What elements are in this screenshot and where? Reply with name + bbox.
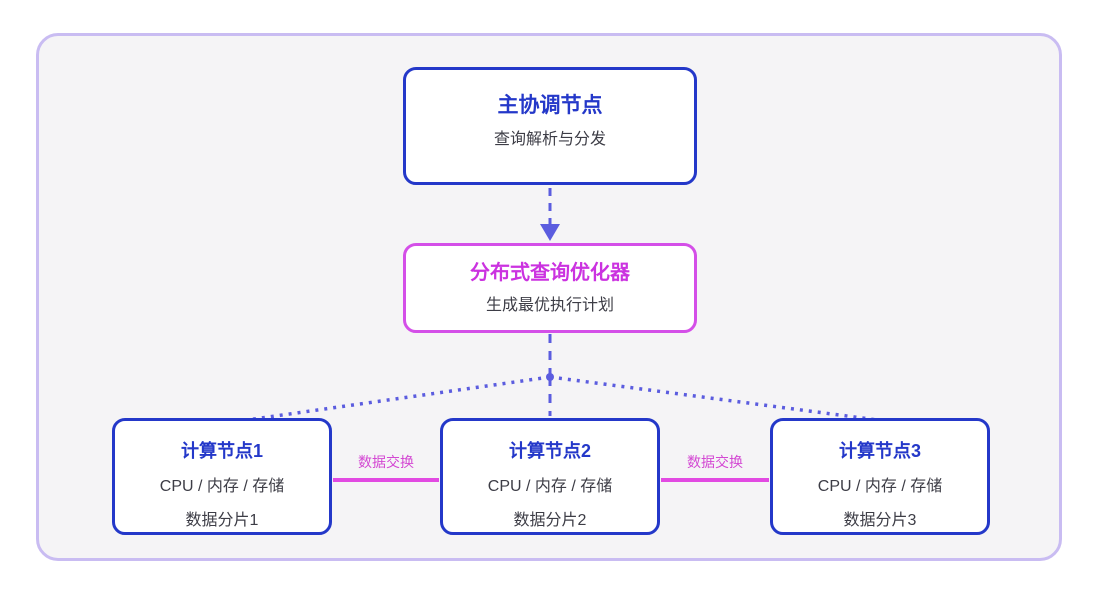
- compute-node-1-shard: 数据分片1: [185, 512, 259, 529]
- compute-node-1-title: 计算节点1: [180, 441, 263, 461]
- exchange-label-2: 数据交换: [687, 454, 743, 470]
- optimizer-subtitle: 生成最优执行计划: [485, 297, 614, 314]
- compute-node-1-specs: CPU / 内存 / 存储: [159, 478, 285, 495]
- compute-node-2-title: 计算节点2: [508, 441, 591, 461]
- compute-node-2: 计算节点2 CPU / 内存 / 存储 数据分片2: [440, 418, 660, 535]
- compute-node-2-specs: CPU / 内存 / 存储: [487, 478, 613, 495]
- optimizer-node: 分布式查询优化器 生成最优执行计划: [403, 243, 697, 333]
- coordinator-node: 主协调节点 查询解析与分发: [403, 67, 697, 185]
- compute-node-3-shard: 数据分片3: [843, 512, 917, 529]
- exchange-label-1: 数据交换: [358, 454, 414, 470]
- coordinator-title: 主协调节点: [497, 94, 603, 117]
- compute-node-1: 计算节点1 CPU / 内存 / 存储 数据分片1: [112, 418, 332, 535]
- compute-node-3-specs: CPU / 内存 / 存储: [817, 478, 943, 495]
- compute-node-3: 计算节点3 CPU / 内存 / 存储 数据分片3: [770, 418, 990, 535]
- coordinator-subtitle: 查询解析与分发: [493, 131, 606, 149]
- compute-node-2-shard: 数据分片2: [513, 512, 587, 529]
- compute-node-3-title: 计算节点3: [838, 441, 921, 461]
- optimizer-title: 分布式查询优化器: [470, 262, 630, 284]
